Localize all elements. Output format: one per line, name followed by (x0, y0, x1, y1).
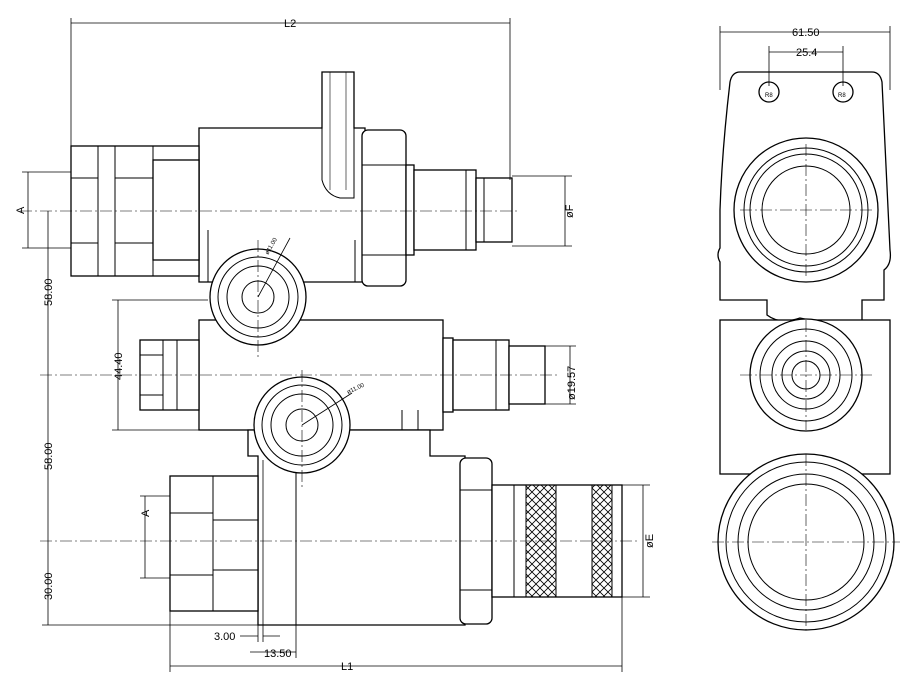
end-view-dimensions (719, 26, 891, 90)
lower-valve-body (169, 429, 623, 626)
hole-right-label: R8 (838, 93, 846, 99)
dim-30: 30.00 (43, 572, 55, 600)
dim-44: 44.40 (113, 352, 125, 380)
dim-A-top: A (15, 206, 27, 214)
dim-13: 13.50 (264, 648, 292, 660)
dim-61: 61.50 (792, 27, 820, 39)
dim-3: 3.00 (214, 631, 235, 643)
dim-phi19: ø19.57 (566, 366, 578, 400)
hole-left-label: R8 (765, 93, 773, 99)
upper-valve-body (70, 71, 513, 287)
dim-L2: L2 (284, 18, 296, 30)
dim-A-bottom: A (140, 509, 152, 517)
dimension-lines (22, 18, 650, 672)
side-view: L2 L1 A A øF øE 58.00 58.00 30.00 44.40 … (15, 18, 656, 673)
dim-25: 25.4 (796, 47, 817, 59)
dim-L1: L1 (341, 661, 353, 673)
dim-58-bottom: 58.00 (43, 442, 55, 470)
dim-phiF: øF (564, 204, 576, 218)
dim-58-top: 58.00 (43, 278, 55, 306)
dim-phiE: øE (644, 534, 656, 548)
end-view: 61.50 25.4 R8 R8 (712, 26, 900, 631)
